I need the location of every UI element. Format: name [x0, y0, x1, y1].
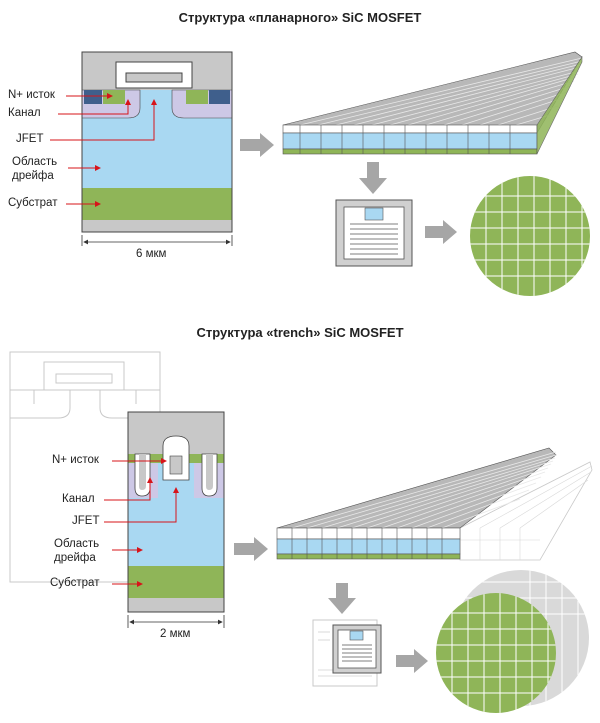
planar-label-substrate: Субстрат	[8, 197, 58, 209]
trench-label-channel: Канал	[62, 493, 95, 505]
trench-label-jfet: JFET	[72, 515, 100, 527]
trench-flow-arrows	[234, 537, 428, 673]
trench-label-drift-2: дрейфа	[54, 552, 96, 564]
trench-dimension-label: 2 мкм	[160, 628, 191, 640]
trench-planar-ghost	[9, 351, 161, 583]
planar-dimension-line	[81, 235, 233, 246]
planar-die-strip-3d	[282, 51, 583, 155]
planar-label-source: N+ исток	[8, 89, 55, 101]
planar-title: Структура «планарного» SiC MOSFET	[178, 10, 422, 25]
planar-label-jfet: JFET	[16, 133, 44, 145]
planar-chip	[335, 199, 413, 267]
trench-label-substrate: Субстрат	[50, 577, 100, 589]
planar-label-drift-2: дрейфа	[12, 170, 54, 182]
trench-label-source: N+ исток	[52, 454, 99, 466]
trench-label-drift-1: Область	[54, 538, 100, 550]
trench-title: Структура «trench» SiC MOSFET	[196, 325, 404, 340]
planar-cross-section	[81, 51, 233, 233]
planar-label-drift-1: Область	[12, 156, 58, 168]
trench-wafer	[436, 570, 589, 713]
planar-dimension-label: 6 мкм	[136, 248, 167, 260]
trench-chip	[312, 619, 382, 687]
planar-flow-arrows	[240, 133, 457, 244]
planar-wafer	[470, 176, 590, 296]
trench-dimension-line	[127, 615, 225, 628]
planar-label-arrows	[50, 93, 157, 207]
trench-label-arrows	[104, 458, 179, 587]
planar-label-channel: Канал	[8, 107, 41, 119]
trench-die-strip-3d	[276, 447, 593, 561]
